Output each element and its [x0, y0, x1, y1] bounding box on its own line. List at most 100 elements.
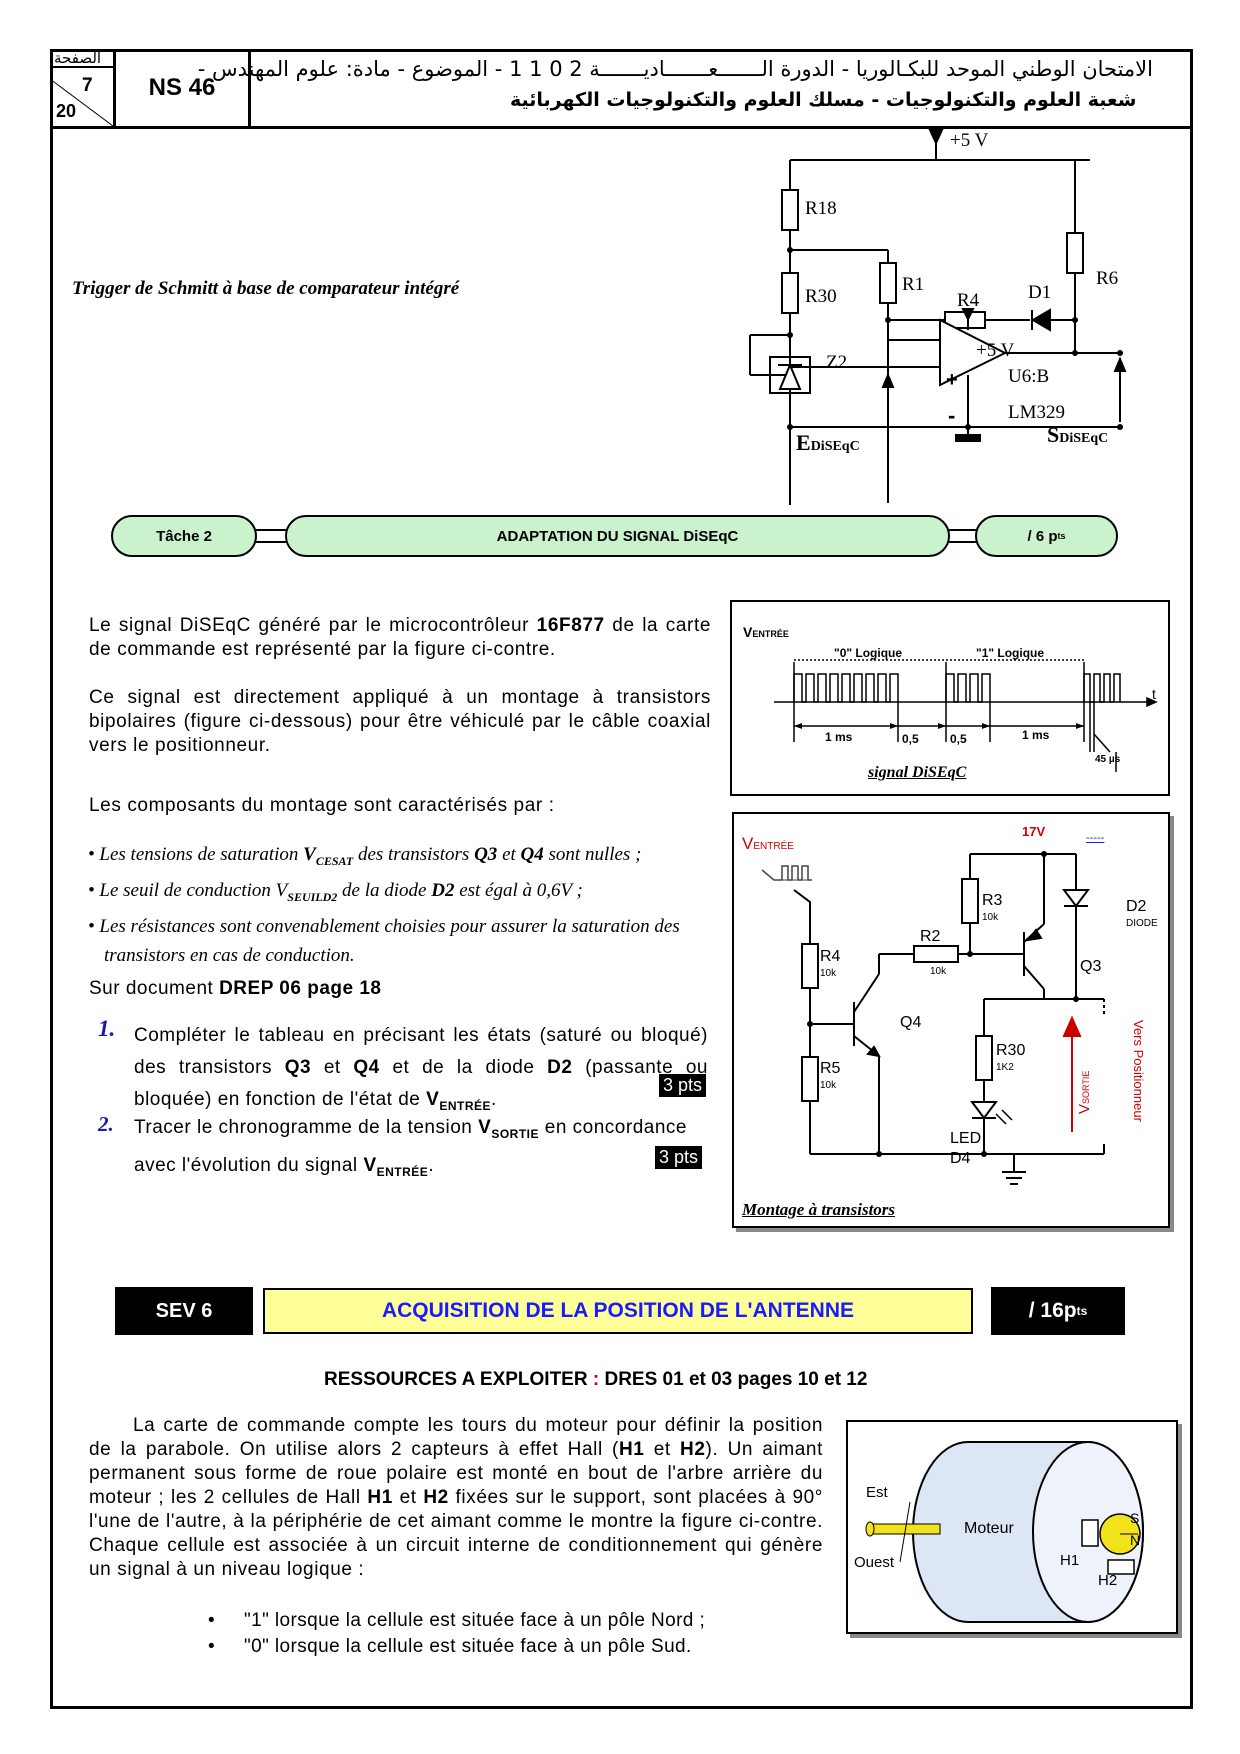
- magnet-north: N: [1130, 1532, 1141, 1548]
- montage-r3-value: 10k: [982, 912, 999, 923]
- montage-vers-positionneur: Vers Positionneur: [1131, 1020, 1146, 1122]
- schmitt-vcc-op: +5 V: [976, 340, 1015, 361]
- signal-us: 45 µs: [1095, 754, 1121, 765]
- schmitt-r1: R1: [902, 274, 925, 295]
- component-item: • Le seuil de conduction VSEUILD2 de la …: [88, 879, 583, 904]
- montage-d2: D2: [1126, 898, 1147, 915]
- montage-17v: 17V: [1022, 824, 1046, 839]
- montage-r5: R5: [820, 1060, 841, 1077]
- signal-t-label: t: [1152, 686, 1156, 702]
- motor-ouest: Ouest: [854, 1554, 895, 1571]
- page-box-lines: [50, 66, 113, 126]
- schmitt-input-label: EDiSEqC: [796, 430, 860, 455]
- question-2-text: Tracer le chronogramme de la tension VSO…: [134, 1117, 687, 1179]
- schmitt-vcc-top: +5 V: [950, 130, 989, 151]
- component-item: • Les tensions de saturation VCESAT des …: [88, 844, 642, 868]
- signal-logic0: "0" Logique: [834, 646, 903, 660]
- motor-label: Moteur: [964, 1520, 1014, 1537]
- signal-ms1: 1 ms: [825, 730, 853, 744]
- signal-h2: 0,5: [950, 732, 967, 746]
- montage-led: LED: [950, 1130, 982, 1147]
- schmitt-u6: U6:B: [1008, 366, 1050, 387]
- montage-q4: Q4: [900, 1014, 922, 1031]
- schmitt-r18: R18: [805, 198, 837, 219]
- magnet-south: S: [1130, 1510, 1140, 1526]
- schmitt-r6: R6: [1096, 268, 1119, 289]
- signal-waveform: [774, 659, 1158, 772]
- intro-p1: Le signal DiSEqC généré par le microcont…: [89, 615, 711, 660]
- sev-label: SEV 6: [115, 1287, 253, 1335]
- signal-v-label: VENTRÉE: [743, 624, 789, 640]
- motor-drawing: [865, 1441, 1144, 1623]
- page-number: 7: [82, 75, 93, 96]
- list-item: •"0" lorsque la cellule est située face …: [208, 1636, 692, 1657]
- montage-r3: R3: [982, 892, 1003, 909]
- intro-p3: Les composants du montage sont caractéri…: [89, 795, 555, 816]
- logic-level-list: •"1" lorsque la cellule est située face …: [208, 1608, 705, 1660]
- hall-h2: H2: [1098, 1572, 1118, 1589]
- opamp-minus: -: [948, 403, 956, 428]
- sev-paragraph: La carte de commande compte les tours du…: [89, 1415, 823, 1580]
- sev-title: ACQUISITION DE LA POSITION DE L'ANTENNE: [263, 1288, 973, 1334]
- montage-v-sortie: VSORTIE: [1076, 1070, 1093, 1114]
- question-2-number: 2.: [98, 1112, 114, 1136]
- schmitt-output-label: SDiSEqC: [1047, 422, 1109, 447]
- montage-figure: 17V ----- VENTRÉE R3 10k R2 10k R4 10k R…: [732, 812, 1170, 1228]
- montage-r4-value: 10k: [820, 968, 837, 979]
- schmitt-z2: Z2: [826, 352, 848, 373]
- question-1-text: Compléter le tableau en précisant les ét…: [134, 1025, 709, 1113]
- montage-dashes: -----: [1086, 832, 1105, 844]
- signal-logic1: "1" Logique: [976, 646, 1045, 660]
- montage-d4: D4: [950, 1150, 971, 1167]
- page-frame: [50, 49, 1193, 1709]
- header-line-1: الامتحان الوطني الموحد للبكـالوريا - الد…: [197, 57, 1153, 81]
- component-list: • Les tensions de saturation VCESAT des …: [88, 840, 718, 970]
- page-total: 20: [56, 101, 77, 121]
- montage-r5-value: 10k: [820, 1080, 837, 1091]
- motor-est: Est: [866, 1484, 888, 1501]
- schmitt-caption: Trigger de Schmitt à base de comparateur…: [72, 278, 460, 299]
- list-item: •"1" lorsque la cellule est située face …: [208, 1610, 706, 1631]
- signal-caption: signal DiSEqC: [868, 764, 967, 781]
- montage-r2-value: 10k: [930, 966, 947, 977]
- header-line-2: شعبة العلوم والتكنولوجيات - مسلك العلوم …: [510, 89, 1137, 111]
- signal-ms2: 1 ms: [1022, 728, 1050, 742]
- exam-code: NS 46: [116, 49, 251, 126]
- question-2-points: 3 pts: [655, 1146, 703, 1169]
- question-1-points: 3 pts: [659, 1074, 707, 1097]
- opamp-plus: +: [946, 369, 958, 391]
- montage-schematic: [761, 851, 1105, 1185]
- motor-figure: Est Ouest Moteur S N H1 H2: [846, 1420, 1178, 1634]
- signal-figure: VENTRÉE "0" Logique "1" Logique t 1 ms 0…: [730, 600, 1170, 796]
- montage-r4: R4: [820, 948, 841, 965]
- resources-line: RESSOURCES A EXPLOITER : DRES 01 et 03 p…: [324, 1369, 868, 1390]
- task-connector-2: [949, 529, 976, 543]
- intro-text: Le signal DiSEqC généré par le microcont…: [89, 614, 711, 818]
- doc-reference: Sur document DREP 06 page 18: [89, 978, 382, 999]
- signal-h1: 0,5: [902, 732, 919, 746]
- task-connector-1: [256, 529, 286, 543]
- task-label: Tâche 2: [111, 515, 257, 557]
- page-number-box: الصفحة 7 20: [50, 49, 116, 126]
- page-header: الصفحة 7 20 NS 46 الامتحان الوطني الموحد…: [50, 49, 1193, 129]
- task-title: ADAPTATION DU SIGNAL DiSEqC: [285, 515, 950, 557]
- montage-caption: Montage à transistors: [742, 1200, 896, 1219]
- montage-r30-value: 1K2: [996, 1062, 1014, 1073]
- montage-q3: Q3: [1080, 958, 1102, 975]
- page-label: الصفحة: [54, 49, 102, 67]
- montage-r2: R2: [920, 928, 941, 945]
- montage-v-entree: VENTRÉE: [742, 834, 794, 853]
- schmitt-schematic: [749, 129, 1127, 505]
- montage-d2-sub: DIODE: [1126, 918, 1158, 929]
- intro-p2: Ce signal est directement appliqué à un …: [89, 687, 711, 756]
- montage-r30: R30: [996, 1042, 1026, 1059]
- question-1-number: 1.: [98, 1016, 116, 1041]
- component-item: • Les résistances sont convenablement ch…: [88, 915, 680, 966]
- schmitt-r30: R30: [805, 286, 837, 307]
- schmitt-lm329: LM329: [1008, 402, 1065, 423]
- schmitt-d1: D1: [1028, 282, 1052, 303]
- hall-h1: H1: [1060, 1552, 1080, 1569]
- schmitt-r4: R4: [957, 290, 980, 311]
